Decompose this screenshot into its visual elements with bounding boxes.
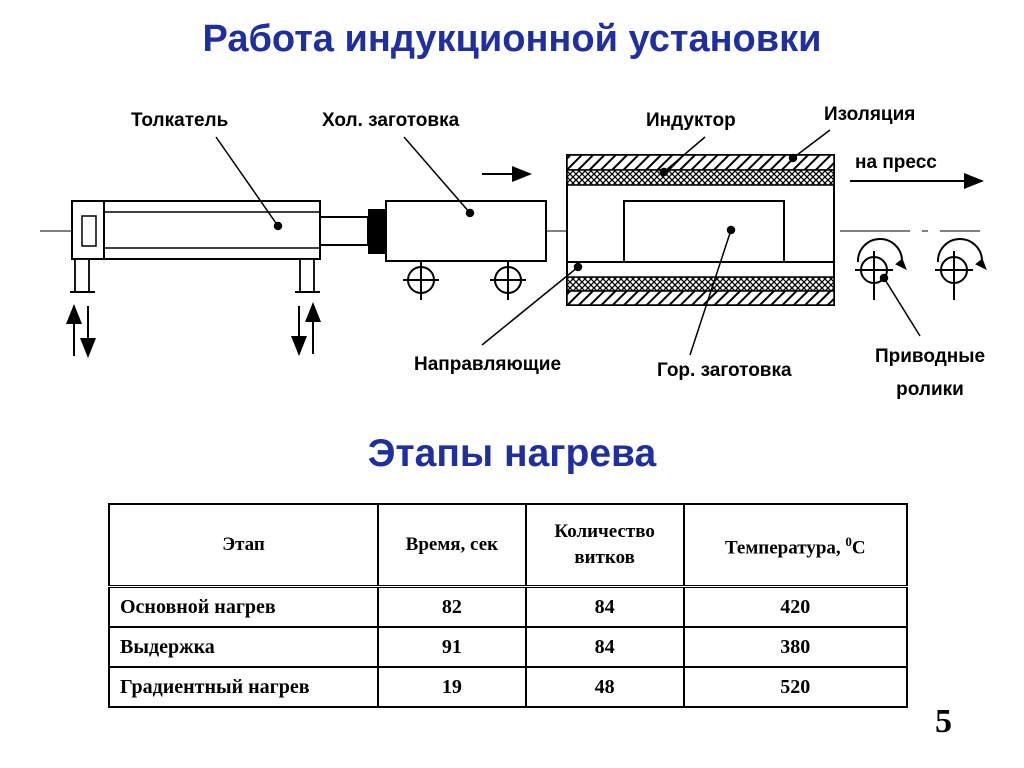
label-to-press: на пресс [855,152,937,173]
cell-time: 19 [377,666,527,708]
label-inductor: Индуктор [646,110,736,131]
cell-temperature: 380 [682,626,909,668]
cell-turns: 84 [524,626,685,668]
header-time: Время, сек [377,503,527,588]
label-cold-billet: Хол. заготовка [322,110,460,131]
header-temperature: Температура, 0С [682,503,909,588]
vertical-arrows [66,302,321,358]
header-turns: Количество витков [524,503,685,588]
cell-time: 91 [377,626,527,668]
coil-bottom [566,276,835,292]
page-title: Работа индукционной установки [202,18,822,60]
table-row: Основной нагрев 82 84 420 [107,585,909,628]
label-drive-rollers-line2: ролики [896,379,964,400]
label-drive-rollers: Приводные ролики [855,340,1005,406]
label-insulation: Изоляция [824,104,916,125]
cell-temperature: 520 [682,666,909,708]
coil-top [566,169,835,186]
cell-stage: Выдержка [107,626,380,668]
hot-billet [623,200,785,263]
support-rollers [403,262,526,300]
leader-lines [215,129,921,356]
header-stage: Этап [107,503,380,588]
label-guides: Направляющие [414,354,562,375]
pusher-cylinder [70,200,386,293]
heating-stages-table: Этап Время, сек Количество витков Темпер… [107,503,909,708]
table-row: Градиентный нагрев 19 48 520 [107,666,909,708]
inductor-assembly [566,154,835,306]
cell-temperature: 420 [682,585,909,628]
insulation-bottom [566,290,835,306]
cell-stage: Основной нагрев [107,585,380,628]
induction-installation-diagram [40,129,987,358]
label-drive-rollers-line1: Приводные [874,346,986,367]
table-header-row: Этап Время, сек Количество витков Темпер… [107,503,909,588]
cold-billet [385,200,547,262]
label-pusher: Толкатель [131,110,229,131]
section-title: Этапы нагрева [367,432,657,475]
page-number: 5 [935,703,952,740]
label-hot-billet: Гор. заготовка [657,360,792,381]
drive-rollers [855,238,987,300]
table-row: Выдержка 91 84 380 [107,626,909,668]
cell-time: 82 [377,585,527,628]
cell-turns: 84 [524,585,685,628]
cell-stage: Градиентный нагрев [107,666,380,708]
cell-turns: 48 [524,666,685,708]
